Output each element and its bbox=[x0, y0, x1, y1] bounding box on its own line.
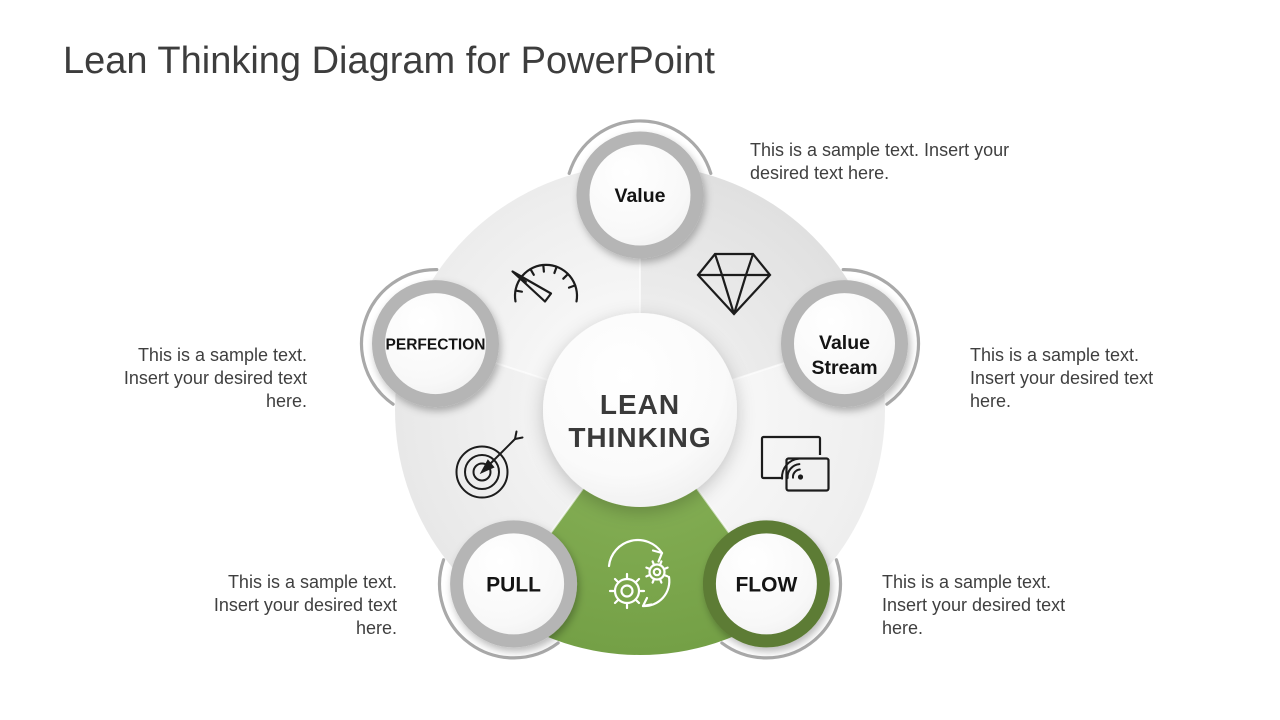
screen-cast-icon bbox=[760, 435, 832, 494]
caption-pull: This is a sample text. Insert your desir… bbox=[213, 572, 397, 638]
node-value bbox=[576, 131, 704, 259]
node-perfection-label: PERFECTION bbox=[386, 337, 486, 354]
node-value-label: Value bbox=[615, 185, 666, 207]
target-icon bbox=[455, 430, 524, 499]
caption-value: This is a sample text. Insert your desir… bbox=[750, 140, 1010, 183]
caption-value-stream: This is a sample text. Insert your desir… bbox=[970, 345, 1154, 411]
arc-pull bbox=[438, 558, 560, 660]
center-label-line1: LEAN bbox=[600, 389, 680, 420]
center-label-line2: THINKING bbox=[568, 422, 711, 453]
node-flow-label: FLOW bbox=[735, 574, 797, 597]
gears-sync-icon bbox=[607, 539, 671, 610]
diamond-icon bbox=[696, 252, 772, 316]
node-pull bbox=[450, 520, 578, 648]
center-circle bbox=[543, 313, 737, 507]
node-pull-label: PULL bbox=[486, 574, 541, 597]
segment-icons bbox=[455, 252, 832, 610]
caption-perfection: This is a sample text. Insert your desir… bbox=[123, 345, 307, 411]
arc-value-stream bbox=[841, 267, 921, 406]
node-value-stream-label-line1: Value bbox=[819, 332, 870, 354]
arc-perfection bbox=[359, 267, 439, 406]
node-value-stream bbox=[781, 280, 908, 408]
arc-value bbox=[567, 119, 713, 175]
arc-flow bbox=[720, 558, 842, 660]
node-outer-arcs bbox=[359, 119, 921, 660]
page-title: Lean Thinking Diagram for PowerPoint bbox=[63, 40, 715, 82]
node-circles: Value Value Stream FLOW PULL PERFECTION bbox=[372, 131, 908, 648]
speedometer-icon bbox=[511, 263, 579, 303]
node-perfection bbox=[372, 280, 499, 408]
caption-flow: This is a sample text. Insert your desir… bbox=[882, 572, 1066, 638]
node-flow bbox=[702, 520, 830, 648]
node-value-stream-label-line2: Stream bbox=[811, 357, 877, 379]
